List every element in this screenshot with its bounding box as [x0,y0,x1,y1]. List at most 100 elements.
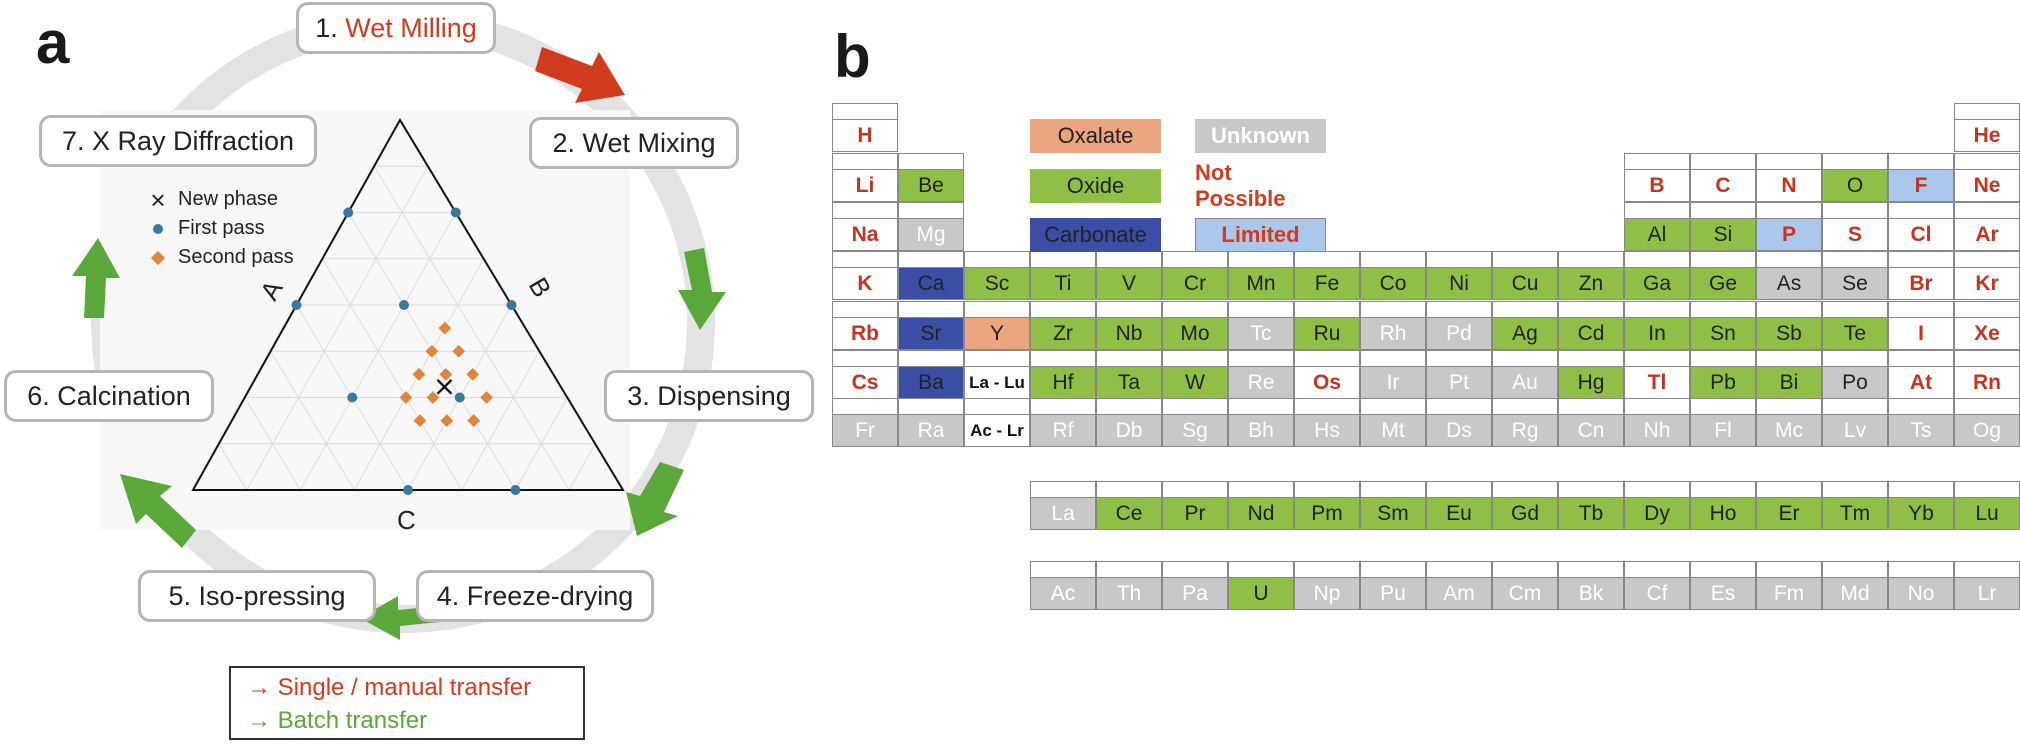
element-cell: Mc [1756,414,1822,447]
element-cell: Cr [1162,267,1228,300]
element-cell-header [898,153,964,170]
step-number: 5. [168,580,191,611]
element-cell: Au [1492,366,1558,399]
element-cell: Ne [1954,169,2020,202]
element-cell: Th [1096,577,1162,610]
element-cell: Ac [1030,577,1096,610]
element-cell: Mg [898,218,964,251]
element-cell: Y [964,317,1030,350]
element-cell-header [1294,350,1360,367]
panel-a-label: a [36,9,70,76]
element-cell: V [1096,267,1162,300]
element-cell-header [1426,251,1492,268]
element-cell: Es [1690,577,1756,610]
element-cell-header [1162,398,1228,415]
element-cell: Yb [1888,497,1954,530]
element-cell: Cl [1888,218,1954,251]
element-cell-header [1162,251,1228,268]
element-cell: Cm [1492,577,1558,610]
element-cell-header [1228,251,1294,268]
step-label: Wet Mixing [582,127,716,158]
element-cell: Ce [1096,497,1162,530]
element-cell: Sr [898,317,964,350]
element-cell: Sn [1690,317,1756,350]
ternary-grid-line [321,258,463,491]
element-cell-header [1888,481,1954,498]
second-pass-point [425,344,439,358]
element-cell: Cu [1492,267,1558,300]
first-pass-point [347,392,358,403]
element-cell: S [1822,218,1888,251]
element-cell: Sm [1360,497,1426,530]
step-label: Dispensing [657,380,791,411]
element-cell-header [832,398,898,415]
element-cell-header [1096,350,1162,367]
element-cell: Nh [1624,414,1690,447]
element-cell-header [1822,481,1888,498]
element-cell: Al [1624,218,1690,251]
element-cell: Ti [1030,267,1096,300]
batch-arrow-3-4 [626,462,684,536]
element-cell-header [1822,561,1888,578]
ternary-grid-line [270,350,355,491]
element-cell: Lu [1954,497,2020,530]
circle-icon [153,223,163,234]
ternary-grid-line [515,397,568,491]
element-cell-header [1294,481,1360,498]
element-cell-header [1756,202,1822,219]
element-cell-header [1030,301,1096,318]
element-cell: Li [832,169,898,202]
element-cell: Ba [898,366,964,399]
second-pass-point [426,391,440,404]
element-cell-header [1888,251,1954,268]
element-cell-header [1426,301,1492,318]
step-number: 1. [315,12,338,43]
element-cell: Sb [1756,317,1822,350]
element-cell: Og [1954,414,2020,447]
element-cell: La [1030,497,1096,530]
batch-arrow-2-3 [678,248,726,330]
element-cell: B [1624,169,1690,202]
element-cell-header [1756,350,1822,367]
element-cell: C [1690,169,1756,202]
element-cell-header [1360,561,1426,578]
element-cell-header [1690,481,1756,498]
element-cell: Tm [1822,497,1888,530]
legend-not-possible: Not Possible [1195,160,1286,211]
element-cell-header [1228,481,1294,498]
step-number: 2. [552,127,575,158]
element-cell-header [1954,481,2020,498]
element-cell-header [1690,251,1756,268]
element-cell: Pa [1162,577,1228,610]
element-cell-header [898,398,964,415]
element-cell: Pt [1426,366,1492,399]
element-cell: Fe [1294,267,1360,300]
element-cell-header [1360,398,1426,415]
second-pass-point [438,321,452,335]
element-cell: Se [1822,267,1888,300]
element-cell-header [1096,561,1162,578]
legend-limited: Limited [1195,218,1326,252]
element-cell-header [1492,251,1558,268]
element-cell-header [832,103,898,120]
element-cell-header [1822,251,1888,268]
element-cell-header [1426,350,1492,367]
legend-label: New phase [178,188,279,210]
step-label: Calcination [57,380,191,411]
element-cell-header [1690,301,1756,318]
element-cell: Po [1822,366,1888,399]
ternary-plot-background [100,110,630,530]
legend-first-pass: First pass [138,214,294,243]
second-pass-point [412,368,426,381]
element-cell-header [1096,398,1162,415]
element-cell: Xe [1954,317,2020,350]
element-cell: At [1888,366,1954,399]
step-calcination: 6. Calcination [4,370,214,422]
element-cell-header [832,251,898,268]
element-cell-header [1294,251,1360,268]
element-cell: Mn [1228,267,1294,300]
element-cell-header [1690,350,1756,367]
second-pass-point [440,414,454,427]
element-cell-header [1888,202,1954,219]
element-cell: Rg [1492,414,1558,447]
